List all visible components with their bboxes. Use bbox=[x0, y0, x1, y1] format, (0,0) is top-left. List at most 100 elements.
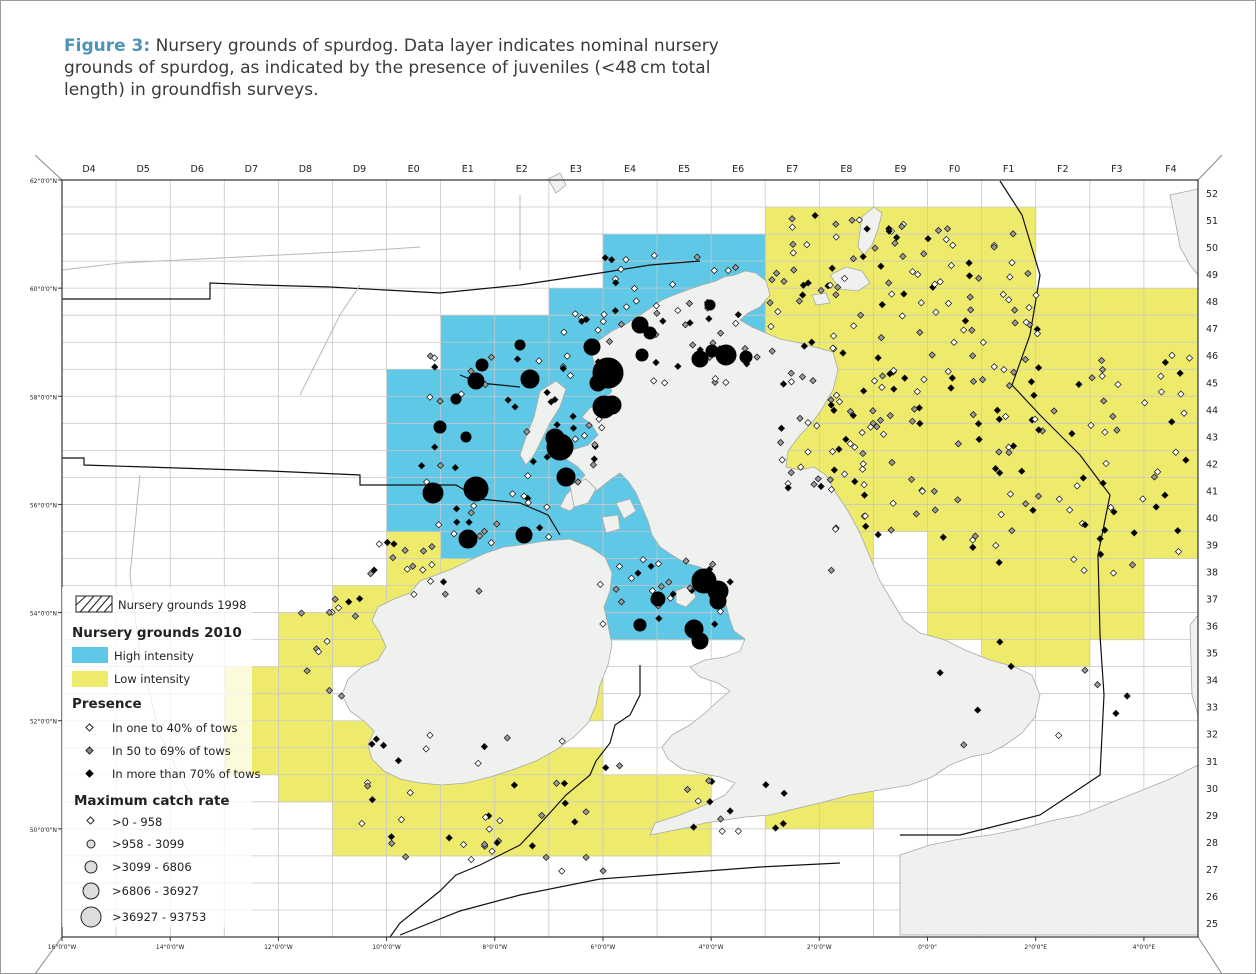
longitude-label: 2°0'0"E bbox=[1024, 944, 1047, 951]
presence-marker bbox=[481, 813, 490, 821]
presence-marker bbox=[996, 469, 1004, 477]
presence-marker bbox=[648, 587, 657, 595]
presence-marker bbox=[297, 609, 306, 617]
presence-marker bbox=[879, 430, 888, 438]
presence-marker bbox=[668, 280, 677, 288]
presence-marker bbox=[552, 779, 561, 787]
ices-column-label: D9 bbox=[353, 164, 366, 175]
presence-marker bbox=[504, 396, 512, 404]
presence-marker bbox=[908, 268, 917, 276]
presence-marker bbox=[674, 362, 682, 370]
presence-marker bbox=[870, 377, 879, 385]
presence-marker bbox=[990, 363, 998, 371]
presence-marker bbox=[1000, 365, 1008, 374]
presence-marker bbox=[388, 839, 396, 847]
low-cell bbox=[1143, 369, 1199, 505]
presence-marker bbox=[1101, 526, 1109, 534]
presence-marker bbox=[813, 422, 821, 430]
presence-marker bbox=[886, 370, 894, 378]
latitude-label: 58°0'0"N bbox=[30, 394, 57, 401]
presence-marker bbox=[971, 532, 979, 540]
presence-marker bbox=[487, 539, 495, 547]
presence-marker bbox=[832, 233, 840, 241]
presence-marker bbox=[406, 789, 414, 797]
presence-marker bbox=[814, 475, 822, 483]
presence-marker bbox=[379, 741, 388, 750]
presence-marker bbox=[789, 249, 797, 257]
longitude-label: 14°0'0"W bbox=[156, 944, 185, 951]
presence-marker bbox=[1006, 273, 1014, 281]
presence-marker bbox=[787, 378, 796, 386]
legend-presence-2: In 50 to 69% of tows bbox=[112, 744, 231, 758]
catch-rate-circle bbox=[739, 350, 753, 364]
presence-marker bbox=[860, 481, 868, 489]
presence-marker bbox=[1168, 351, 1176, 360]
presence-marker bbox=[428, 542, 436, 551]
presence-marker bbox=[931, 280, 939, 288]
presence-marker bbox=[1009, 230, 1017, 238]
presence-marker bbox=[771, 824, 780, 832]
presence-marker bbox=[467, 855, 475, 864]
presence-marker bbox=[850, 322, 858, 330]
presence-marker bbox=[732, 263, 740, 272]
presence-marker bbox=[1109, 412, 1117, 421]
presence-marker bbox=[441, 590, 449, 598]
presence-marker bbox=[1027, 378, 1036, 386]
presence-marker bbox=[1066, 506, 1074, 514]
presence-marker bbox=[545, 533, 553, 541]
presence-marker bbox=[1174, 547, 1183, 556]
legend-high-swatch bbox=[72, 647, 108, 663]
catch-rate-circle bbox=[650, 591, 666, 607]
presence-marker bbox=[798, 373, 807, 381]
presence-marker bbox=[612, 585, 620, 593]
presence-marker bbox=[835, 398, 844, 406]
presence-marker bbox=[851, 477, 859, 486]
presence-marker bbox=[513, 355, 522, 363]
ices-row-label: 34 bbox=[1206, 676, 1218, 687]
presence-marker bbox=[542, 853, 550, 861]
presence-mid-icon bbox=[85, 746, 94, 755]
presence-marker bbox=[855, 216, 863, 224]
presence-marker bbox=[536, 524, 544, 532]
presence-marker bbox=[1079, 474, 1087, 482]
ices-row-label: 49 bbox=[1206, 270, 1218, 281]
presence-marker bbox=[849, 411, 857, 420]
presence-marker bbox=[939, 533, 947, 541]
presence-marker bbox=[863, 225, 871, 233]
presence-marker bbox=[1107, 503, 1115, 512]
presence-marker bbox=[772, 269, 781, 277]
high-cell bbox=[602, 234, 766, 262]
presence-marker bbox=[685, 299, 694, 308]
land-ireland bbox=[341, 538, 613, 786]
presence-marker bbox=[1152, 503, 1160, 511]
presence-marker bbox=[650, 377, 658, 385]
presence-marker bbox=[585, 421, 593, 430]
presence-marker bbox=[1030, 391, 1038, 399]
presence-marker bbox=[768, 347, 776, 355]
presence-marker bbox=[1005, 448, 1013, 457]
ices-row-label: 41 bbox=[1206, 486, 1218, 497]
presence-marker bbox=[543, 388, 551, 397]
presence-marker bbox=[876, 416, 885, 424]
presence-marker bbox=[789, 240, 797, 248]
presence-marker bbox=[605, 337, 614, 346]
presence-marker bbox=[969, 410, 977, 419]
presence-marker bbox=[612, 279, 620, 287]
presence-marker bbox=[1022, 500, 1030, 508]
presence-marker bbox=[711, 374, 719, 383]
presence-marker bbox=[475, 587, 483, 595]
presence-marker bbox=[916, 419, 924, 428]
catch-size-4-icon bbox=[82, 882, 100, 900]
presence-marker bbox=[1185, 354, 1194, 362]
ices-row-label: 42 bbox=[1206, 459, 1218, 470]
presence-marker bbox=[995, 415, 1003, 423]
presence-marker bbox=[582, 808, 590, 816]
presence-marker bbox=[734, 311, 742, 319]
presence-marker bbox=[779, 820, 787, 828]
presence-marker bbox=[431, 443, 439, 451]
presence-marker bbox=[1050, 407, 1058, 415]
presence-marker bbox=[840, 470, 849, 478]
presence-marker bbox=[947, 384, 955, 392]
presence-marker bbox=[826, 476, 834, 484]
presence-marker bbox=[804, 448, 812, 456]
